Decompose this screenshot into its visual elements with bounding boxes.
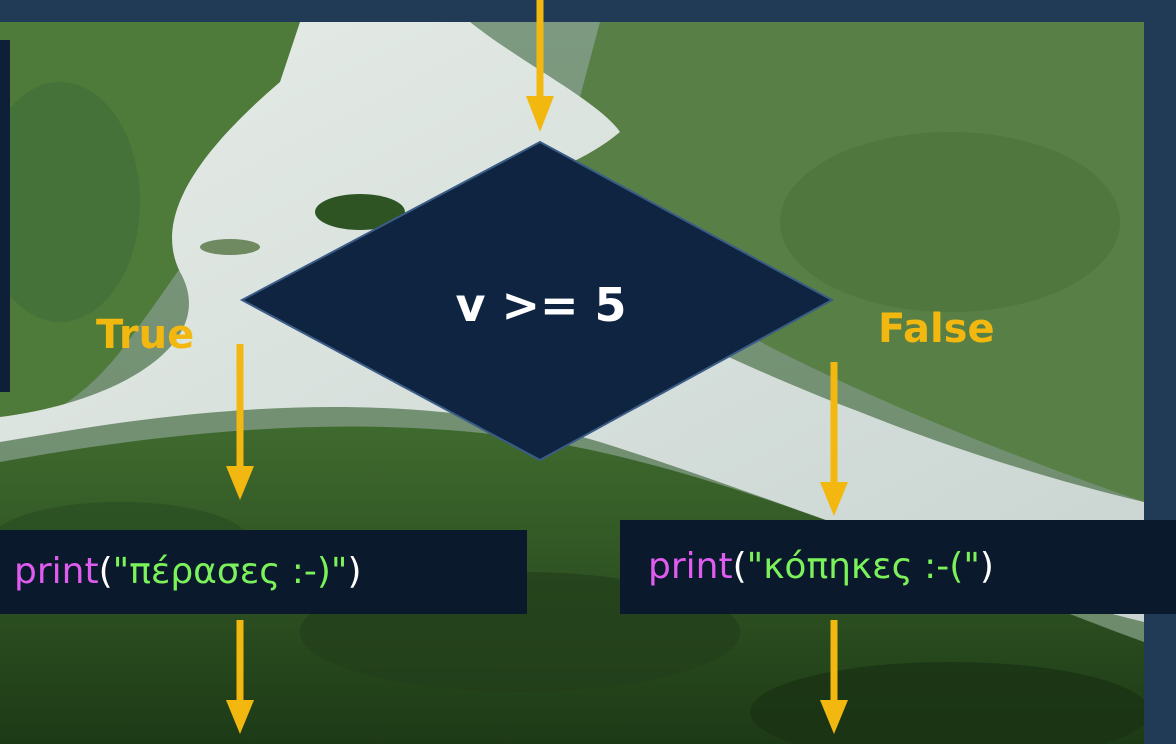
- arrow-false-branch: [820, 362, 848, 516]
- false-branch-code: print("κόπηκες :-("): [620, 520, 1176, 614]
- decision-condition: v >= 5: [455, 278, 627, 332]
- close-paren: ): [979, 546, 994, 587]
- open-paren: (: [98, 551, 113, 592]
- decision-diamond: [239, 140, 835, 462]
- true-branch-code: print("πέρασες :-)"): [0, 530, 527, 614]
- arrow-false-exit: [820, 620, 848, 734]
- arrow-true-exit: [226, 620, 254, 734]
- arrow-true-branch: [226, 344, 254, 500]
- print-keyword: print: [14, 551, 99, 592]
- open-paren: (: [732, 546, 747, 587]
- string-literal: "πέρασες :-)": [112, 551, 348, 592]
- string-literal: "κόπηκες :-(": [746, 546, 980, 587]
- left-side-panel: [0, 40, 10, 392]
- close-paren: ): [347, 551, 362, 592]
- true-branch-label: True: [96, 312, 195, 358]
- arrow-into-decision: [526, 0, 554, 132]
- print-keyword: print: [648, 546, 733, 587]
- false-branch-label: False: [878, 306, 995, 352]
